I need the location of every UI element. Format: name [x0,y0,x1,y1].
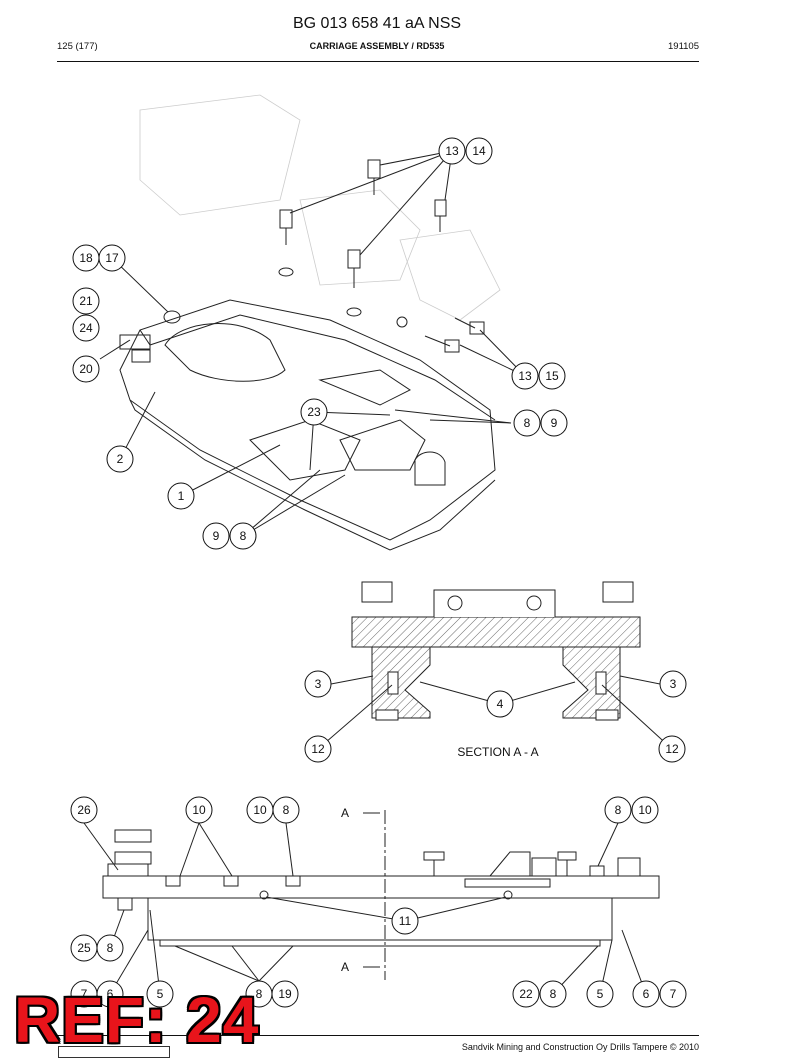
callout: 13 [518,369,532,383]
callout: 17 [105,251,119,265]
view-marker-bottom: A [341,960,349,974]
callout: 8 [256,987,263,1001]
ref-watermark: REF: 24 [14,984,260,1056]
footer-rule [57,1035,699,1036]
callout: 11 [399,914,412,928]
callout: 22 [519,987,533,1001]
header-rule [57,61,699,62]
callout: 5 [157,987,164,1001]
callout: 1 [178,489,185,503]
callout: 7 [670,987,677,1001]
document-number: BG 013 658 41 aA NSS [292,15,462,32]
section-label: SECTION A - A [457,745,538,759]
view-marker-top: A [341,806,349,820]
callout: 5 [597,987,604,1001]
side-view-callouts: 26 10 10 8 8 10 11 25 8 7 6 5 8 19 22 8 … [70,796,687,1008]
callout: 9 [213,529,220,543]
callout: 12 [665,742,679,756]
callout: 19 [278,987,292,1001]
callout: 15 [545,369,559,383]
page-number: 125 (177) [57,41,98,52]
callout: 12 [311,742,325,756]
callout: 9 [551,416,558,430]
side-view [83,810,660,995]
callout: 8 [107,941,114,955]
callout: 8 [283,803,290,817]
footer-copyright: Sandvik Mining and Construction Oy Drill… [461,1042,699,1052]
callout: 8 [524,416,531,430]
callout: 24 [79,321,93,335]
callout: 20 [79,362,93,376]
isometric-callouts: 13 14 18 17 21 24 20 2 1 23 9 8 8 9 13 1… [72,137,568,550]
callout: 7 [81,987,88,1001]
callout: 23 [307,405,321,419]
callout: 14 [472,144,486,158]
callout: 8 [615,803,622,817]
section-view [317,581,673,750]
callout: 4 [497,697,504,711]
callout: 8 [240,529,247,543]
callout: 6 [107,987,114,1001]
callout: 18 [79,251,93,265]
callout: 3 [670,677,677,691]
section-callouts: 3 4 3 12 12 [304,670,687,763]
document-code: 191105 [668,41,699,52]
callout: 10 [253,803,267,817]
callout: 26 [77,803,91,817]
callout: 3 [315,677,322,691]
callout: 25 [77,941,91,955]
callout: 8 [550,987,557,1001]
isometric-view [99,94,526,551]
page-title: CARRIAGE ASSEMBLY / RD535 [309,41,445,51]
callout: 10 [638,803,652,817]
callout: 21 [79,294,93,308]
callout: 10 [192,803,206,817]
callout: 6 [643,987,650,1001]
callout: 13 [445,144,459,158]
callout: 2 [117,452,124,466]
